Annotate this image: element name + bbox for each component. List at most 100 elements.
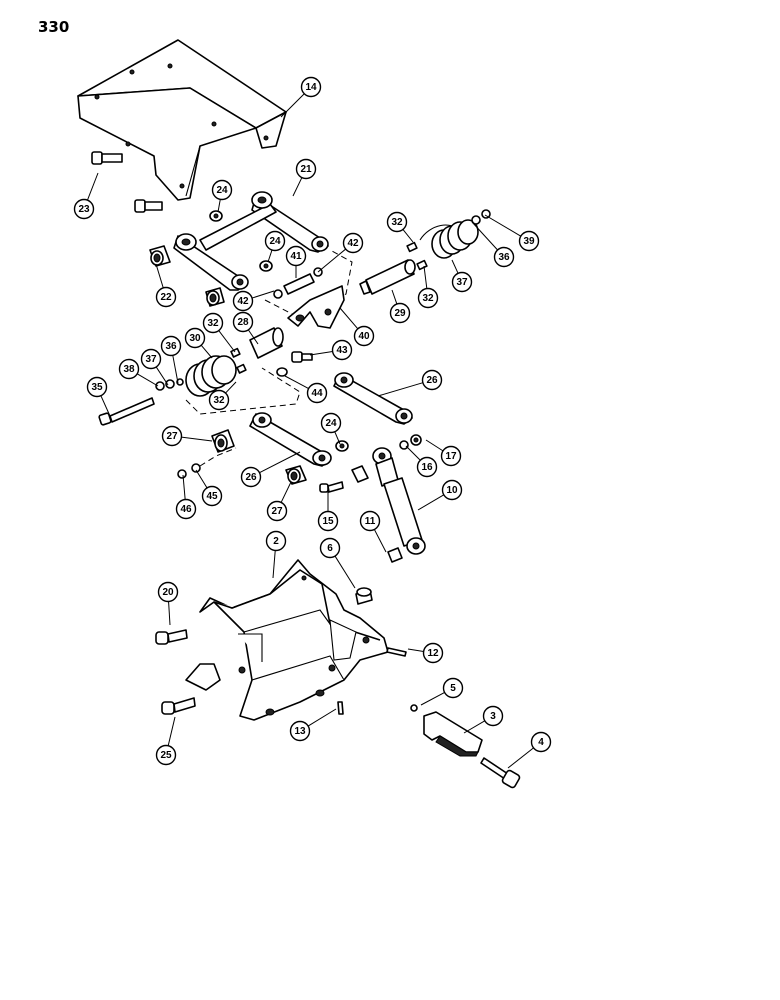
- callout-number: 42: [237, 296, 249, 307]
- leader-line-25: [167, 716, 176, 746]
- callout-circle: [264, 230, 286, 252]
- callout-number: 24: [325, 418, 337, 429]
- bushing-22: [149, 245, 225, 307]
- callout-4: 4: [530, 731, 552, 753]
- leader-line-2: [272, 550, 276, 579]
- callout-42: 42: [232, 290, 254, 312]
- callout-number: 21: [300, 164, 312, 175]
- callout-22: 22: [155, 286, 177, 308]
- callout-number: 37: [145, 354, 157, 365]
- callout-21: 21: [295, 158, 317, 180]
- callout-circle: [140, 348, 162, 370]
- callout-number: 16: [421, 462, 433, 473]
- leader-line-26: [259, 451, 301, 474]
- callout-circle: [417, 287, 439, 309]
- callout-32: 32: [417, 287, 439, 309]
- leader-line-27: [280, 481, 292, 503]
- callout-circle: [331, 339, 353, 361]
- callout-number: 36: [165, 341, 177, 352]
- callout-12: 12: [422, 642, 444, 664]
- callout-circle: [160, 335, 182, 357]
- callout-circle: [416, 456, 438, 478]
- bolt-35: [98, 397, 155, 426]
- leader-line-21: [292, 177, 303, 197]
- callout-number: 13: [294, 726, 306, 737]
- leader-line-23: [86, 172, 99, 201]
- callout-11: 11: [359, 510, 381, 532]
- bolt-25: [161, 697, 196, 715]
- leader-line-24: [217, 199, 221, 213]
- callout-number: 23: [78, 204, 90, 215]
- leader-line-38: [136, 373, 159, 387]
- callout-number: 2: [273, 536, 279, 547]
- callout-number: 20: [162, 587, 174, 598]
- callout-circle: [295, 158, 317, 180]
- callout-circle: [289, 720, 311, 742]
- callout-circle: [306, 382, 328, 404]
- callout-14: 14: [300, 76, 322, 98]
- link-26-lower: [249, 412, 332, 467]
- leader-line-22: [155, 263, 164, 289]
- callout-circle: [493, 246, 515, 268]
- callout-circle: [317, 510, 339, 532]
- callout-number: 6: [327, 543, 333, 554]
- leader-line-43: [309, 350, 333, 356]
- leader-line-37: [451, 259, 459, 274]
- callout-number: 42: [347, 238, 359, 249]
- callout-42: 42: [342, 232, 364, 254]
- callout-circle: [175, 498, 197, 520]
- leader-line-42: [251, 290, 275, 299]
- bolt-20: [155, 629, 188, 645]
- callout-32: 32: [208, 389, 230, 411]
- callout-circle: [440, 445, 462, 467]
- callout-circle: [319, 537, 341, 559]
- bushing-27: [211, 429, 307, 485]
- callout-number: 11: [365, 516, 376, 527]
- callout-17: 17: [440, 445, 462, 467]
- callout-circle: [442, 677, 464, 699]
- callout-number: 35: [91, 382, 103, 393]
- callout-circle: [342, 232, 364, 254]
- leader-line-32: [225, 381, 237, 394]
- leader-line-12: [407, 648, 424, 652]
- callout-44: 44: [306, 382, 328, 404]
- leader-line-24: [267, 249, 273, 263]
- callout-number: 44: [311, 388, 323, 399]
- callout-6: 6: [319, 537, 341, 559]
- callout-23: 23: [73, 198, 95, 220]
- callout-2: 2: [265, 530, 287, 552]
- leader-line-20: [168, 601, 171, 626]
- leader-line-3: [463, 720, 486, 734]
- callout-32: 32: [202, 312, 224, 334]
- pin-13: [337, 701, 344, 715]
- callout-number: 5: [450, 683, 456, 694]
- bolt-15: [319, 481, 344, 493]
- bolt-23: [91, 151, 163, 213]
- callout-number: 15: [322, 516, 334, 527]
- callout-number: 30: [189, 333, 201, 344]
- callout-circle: [118, 358, 140, 380]
- callout-number: 26: [245, 472, 257, 483]
- callout-number: 45: [206, 491, 218, 502]
- leader-line-27: [181, 436, 213, 442]
- callout-number: 32: [207, 318, 219, 329]
- callout-number: 22: [160, 292, 172, 303]
- callout-circle: [389, 302, 411, 324]
- callout-36: 36: [493, 246, 515, 268]
- callout-circle: [386, 211, 408, 233]
- callout-circle: [421, 369, 443, 391]
- callout-41: 41: [285, 245, 307, 267]
- leader-line-11: [373, 529, 387, 553]
- callout-number: 28: [237, 317, 249, 328]
- shock-absorber-10: [372, 447, 426, 555]
- callout-circle: [157, 581, 179, 603]
- callout-number: 29: [394, 308, 406, 319]
- callout-number: 43: [336, 345, 348, 356]
- leader-line-29: [391, 289, 398, 305]
- bolt-43-washer-44: [276, 351, 313, 377]
- callout-circle: [518, 230, 540, 252]
- callout-37: 37: [140, 348, 162, 370]
- callout-number: 3: [490, 711, 496, 722]
- spring-37-upper: [419, 209, 491, 259]
